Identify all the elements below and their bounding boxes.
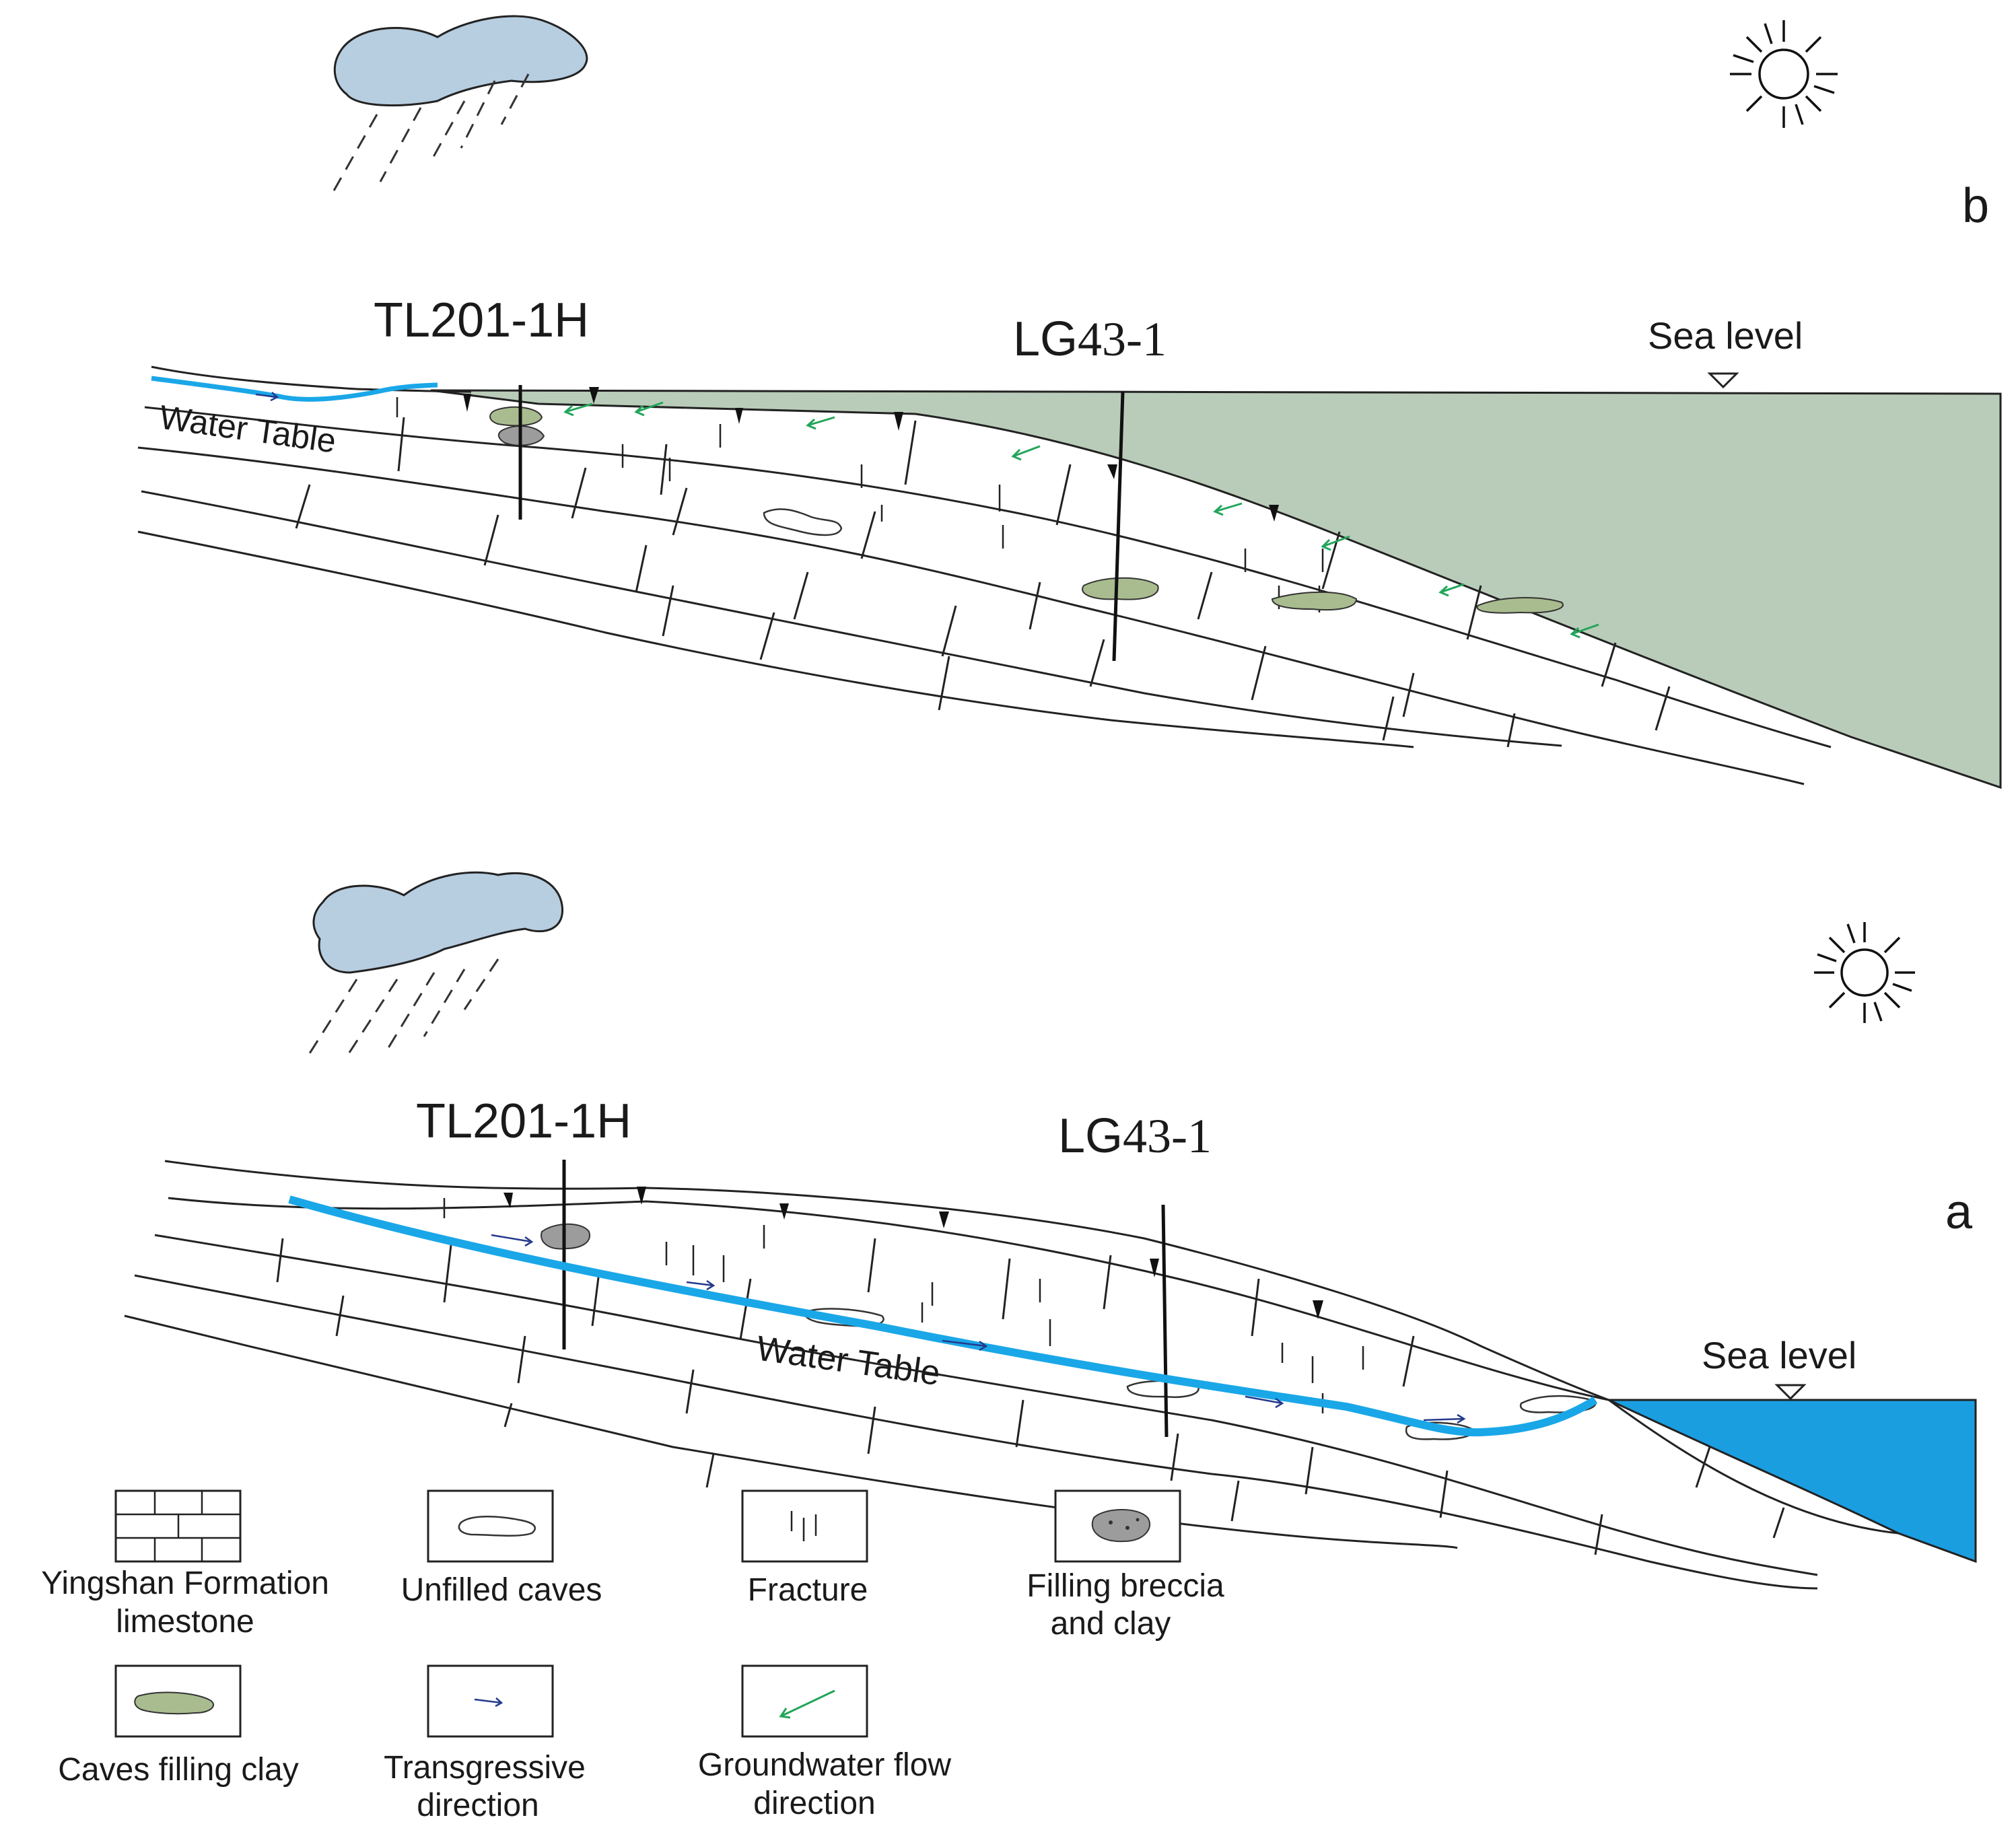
well-label-tl201-a: TL201-1H (416, 1094, 631, 1148)
legend-item-groundwater: Groundwater flow direction (698, 1664, 952, 1821)
legend-item-limestone: Yingshan Formation limestone (41, 1489, 329, 1640)
legend-item-breccia: Filling breccia and clay (1027, 1489, 1224, 1642)
sinkholes-b (463, 387, 1279, 522)
sun-icon (1814, 922, 1915, 1023)
sea-level-marker-a (1774, 1384, 1807, 1401)
legend-label-groundwater-1: Groundwater flow (698, 1747, 952, 1783)
rain-cloud-a (308, 871, 563, 1057)
brick-joints-b (295, 417, 1671, 748)
legend-item-transgressive: Transgressive direction (384, 1664, 586, 1823)
panel-a: a (124, 871, 1977, 1590)
legend-item-fracture: Fracture (741, 1489, 868, 1608)
transgressive-arrow-b (255, 392, 279, 402)
well-label-lg43-b-number: 43-1 (1078, 312, 1167, 366)
panel-b-letter: b (1962, 179, 1989, 233)
well-label-lg43-b: LG43-1 (1013, 312, 1167, 366)
rain-lines (332, 73, 530, 192)
cloud-shape (312, 871, 563, 974)
well-label-lg43-a-number: 43-1 (1123, 1109, 1212, 1163)
legend-item-clay: Caves filling clay (58, 1664, 299, 1788)
well-label-tl201-b: TL201-1H (374, 293, 589, 347)
unfilled-cave-b (763, 508, 843, 536)
panel-b: b (137, 15, 2002, 789)
sea-level-marker-b (1707, 372, 1739, 389)
sea-area-a (1608, 1399, 1977, 1563)
sea-area-b (430, 389, 2002, 789)
well-label-lg43-a: LG43-1 (1058, 1109, 1212, 1163)
strata-a (124, 1160, 1899, 1590)
legend-label-groundwater-2: direction (753, 1786, 875, 1821)
clay-cave-b2 (1271, 591, 1358, 611)
legend-label-transgressive-1: Transgressive (384, 1750, 586, 1786)
water-table-label-b: Water Table (157, 398, 338, 460)
clay-cave-b3 (1476, 597, 1564, 614)
groundwater-arrows-b (563, 401, 1599, 639)
legend-label-fracture: Fracture (748, 1572, 868, 1608)
panel-a-letter: a (1945, 1185, 1973, 1239)
sea-level-label-a: Sea level (1702, 1334, 1856, 1376)
well-lg43-a (1161, 1204, 1169, 1438)
sea-level-label-b: Sea level (1648, 314, 1803, 357)
rain-lines (308, 958, 499, 1057)
legend-label-unfilled-caves: Unfilled caves (401, 1572, 602, 1608)
cloud-shape (333, 15, 588, 107)
rain-cloud-b (332, 15, 588, 192)
legend-label-transgressive-2: direction (417, 1788, 538, 1823)
water-table-line-a (288, 1195, 1598, 1437)
legend-label-limestone-2: limestone (116, 1604, 254, 1640)
transgressive-arrows-a (491, 1234, 1466, 1424)
legend-label-clay: Caves filling clay (58, 1752, 298, 1788)
legend-label-limestone-1: Yingshan Formation (41, 1566, 329, 1601)
well-label-lg43-b-prefix: LG (1013, 312, 1078, 366)
breccia-cave-b (489, 406, 545, 446)
clay-cave-b1 (1082, 577, 1159, 600)
well-lg43-b (1112, 391, 1125, 662)
sun-icon (1730, 20, 1838, 128)
brick-joints-a (276, 1238, 1785, 1555)
water-table-label-a: Water Table (754, 1329, 942, 1393)
strata-b (137, 365, 1832, 785)
legend-label-breccia-1: Filling breccia (1027, 1568, 1224, 1604)
sinkholes-a (503, 1187, 1323, 1319)
well-label-lg43-a-prefix: LG (1058, 1109, 1123, 1163)
fractures-a (443, 1198, 1364, 1413)
legend-label-breccia-2: and clay (1051, 1606, 1171, 1642)
water-table-line-b (151, 376, 438, 402)
legend-item-unfilled-caves: Unfilled caves (401, 1489, 602, 1608)
legend: Yingshan Formation limestone Unfilled ca… (41, 1489, 1224, 1823)
